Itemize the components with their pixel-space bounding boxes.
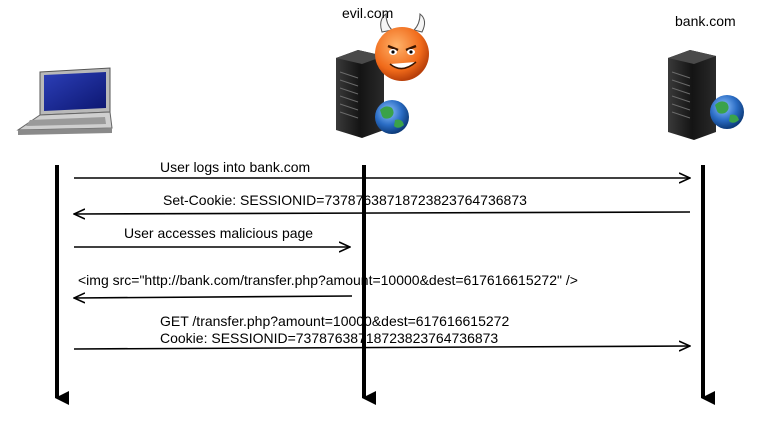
forged-request-arrow: [73, 346, 690, 349]
bank-com-label: bank.com: [675, 13, 736, 29]
set-cookie-arrow: [74, 212, 691, 214]
get-request-line2-label: Cookie: SESSIONID=7378763871872382376473…: [160, 330, 499, 346]
laptop-icon: [16, 67, 113, 135]
malicious-page-message-label: User accesses malicious page: [124, 225, 314, 241]
globe-icon: [710, 95, 744, 129]
devil-face-icon: [375, 12, 429, 81]
login-message-label: User logs into bank.com: [160, 159, 311, 175]
evil-server-icon: [336, 50, 384, 138]
get-request-line1-label: GET /transfer.php?amount=10000&dest=6176…: [160, 313, 510, 329]
globe-icon: [375, 100, 409, 134]
evil-com-label: evil.com: [342, 5, 394, 21]
img-response-arrow: [74, 296, 353, 298]
set-cookie-message-label: Set-Cookie: SESSIONID=737876387187238237…: [163, 192, 527, 208]
img-tag-message-label: <img src="http://bank.com/transfer.php?a…: [78, 272, 578, 288]
bank-server-icon: [668, 50, 716, 140]
